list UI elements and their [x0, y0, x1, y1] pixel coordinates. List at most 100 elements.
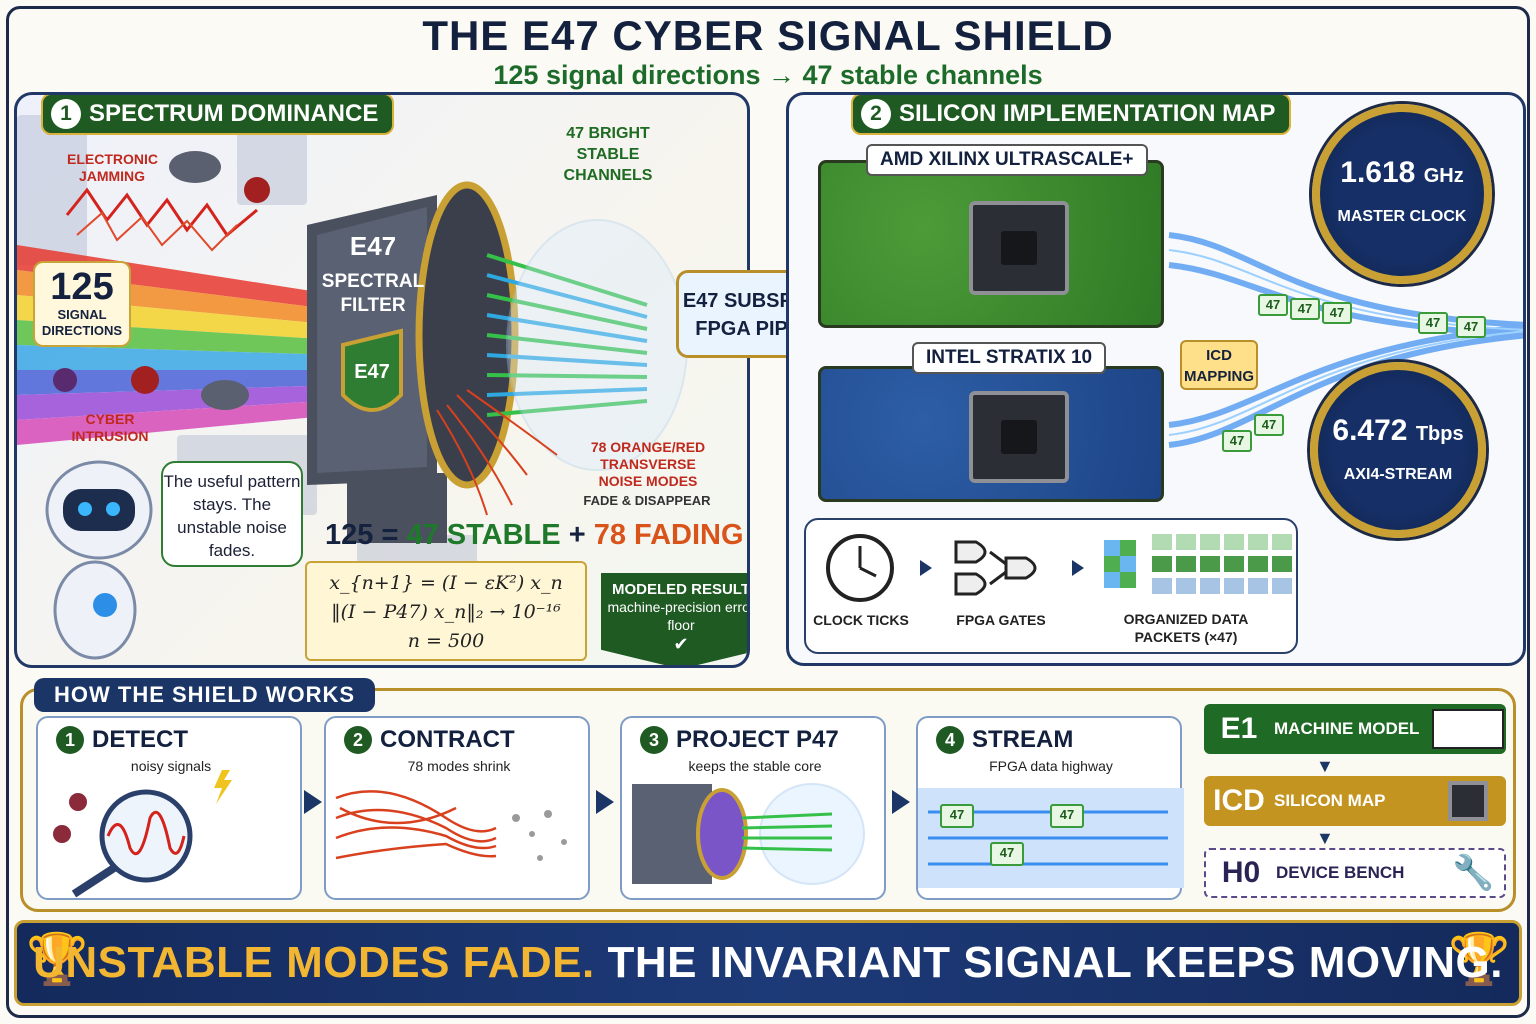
main-title: THE E47 CYBER SIGNAL SHIELD — [422, 12, 1114, 59]
section-tag-silicon: 2 SILICON IMPLEMENTATION MAP — [851, 95, 1292, 135]
formula-steps: n = 500 — [407, 630, 485, 652]
tier-icd-row: ICD SILICON MAP — [1204, 776, 1506, 826]
intel-chip-icon — [969, 391, 1069, 483]
step-arrow-icon — [892, 790, 910, 814]
step-project: 3 PROJECT P47 keeps the stable core — [620, 716, 886, 900]
banner-part1: UNSTABLE MODES FADE. — [33, 938, 595, 987]
clock-ticks-label: CLOCK TICKS — [813, 612, 909, 628]
step-subtitle: FPGA data highway — [989, 758, 1113, 774]
magnifier-icon — [53, 770, 232, 898]
tier-h0-row: H0 DEVICE BENCH 🔧 — [1204, 848, 1506, 898]
stream-value: 6.472 — [1332, 414, 1408, 447]
master-clock-gauge: 1.618 GHz MASTER CLOCK — [1312, 104, 1492, 284]
arrow-icon — [920, 560, 932, 576]
jamming-label: ELECTRONIC JAMMING — [67, 151, 158, 184]
chip-icon — [1448, 781, 1488, 821]
data-packets-label: ORGANIZED DATA PACKETS (×47) — [1123, 611, 1249, 645]
step-subtitle: noisy signals — [130, 758, 212, 774]
signal-directions-label: SIGNAL DIRECTIONS — [41, 307, 123, 338]
equation-fading: 78 FADING — [593, 519, 744, 551]
equation-stable: 47 STABLE — [406, 519, 561, 551]
section-number: 2 — [861, 99, 891, 129]
stream-unit: Tbps — [1415, 423, 1464, 445]
equation-total: 125 = — [325, 519, 399, 551]
section-title: SILICON IMPLEMENTATION MAP — [899, 100, 1276, 127]
fpga-gates-label: FPGA GATES — [956, 612, 1046, 628]
modeled-result-badge: MODELED RESULT machine-precision error f… — [601, 573, 750, 665]
banner-text: UNSTABLE MODES FADE. THE INVARIANT SIGNA… — [0, 938, 1536, 988]
packet-icon: 47 — [1290, 298, 1320, 320]
wrench-icon: 🔧 — [1452, 854, 1495, 892]
server-rack-background — [17, 115, 688, 660]
tier-label: DEVICE BENCH — [1276, 863, 1405, 882]
formula-box: x_{n+1} = (I − εK²) x_n ‖(I − P47) x_n‖₂… — [305, 561, 587, 661]
step-subtitle: 78 modes shrink — [407, 758, 511, 774]
packet-icon: 47 — [1254, 414, 1284, 436]
bright-channels-label: 47 BRIGHT STABLE CHANNELS — [563, 125, 653, 184]
step-arrow-icon — [596, 790, 614, 814]
shield-badge: E47 — [354, 361, 390, 383]
amd-board-label: AMD XILINX ULTRASCALE+ — [866, 144, 1148, 176]
tier-label: MACHINE MODEL — [1274, 719, 1420, 738]
step-number: 3 — [640, 726, 668, 754]
monitor-icon — [1432, 709, 1504, 749]
step-title: PROJECT P47 — [676, 726, 839, 753]
signal-directions-box: 125 SIGNAL DIRECTIONS — [33, 261, 131, 347]
signal-directions-count: 125 — [50, 266, 114, 308]
step-arrow-icon — [304, 790, 322, 814]
check-icon: ✔ — [673, 634, 689, 654]
packet-icon: 47 — [1222, 430, 1252, 452]
intel-fpga-board — [818, 366, 1164, 502]
packet-icon: 47 — [1258, 294, 1288, 316]
step-title: CONTRACT — [380, 726, 515, 753]
arrow-icon — [1072, 560, 1084, 576]
mode-equation: 125 = 47 STABLE + 78 FADING — [325, 519, 745, 552]
packet-icon: 47 — [940, 804, 974, 828]
step-title: DETECT — [92, 726, 188, 753]
filter-word: FILTER — [340, 295, 406, 316]
data-cube-icon — [1104, 540, 1136, 588]
clock-to-packets-flow: CLOCK TICKS FPGA GATES ORGANIZED DATA PA… — [804, 518, 1298, 654]
contracting-modes-icon — [335, 790, 567, 861]
axi-stream-gauge: 6.472 Tbps AXI4-STREAM — [1310, 362, 1486, 538]
packet-icon: 47 — [1050, 804, 1084, 828]
stream-label: AXI4-STREAM — [1343, 466, 1453, 483]
step-subtitle: keeps the stable core — [688, 758, 822, 774]
robot-speech-bubble: The useful pattern stays. The unstable n… — [161, 461, 303, 567]
equation-plus: + — [568, 519, 586, 551]
main-subtitle: 125 signal directions → 47 stable channe… — [493, 60, 1043, 90]
flow-diagram — [826, 534, 1292, 602]
section-number: 1 — [51, 99, 81, 129]
tier-key: H0 — [1221, 856, 1261, 889]
bottom-banner — [14, 920, 1522, 1006]
packet-grid-icon — [1152, 534, 1292, 594]
filter-type: SPECTRAL — [321, 271, 425, 292]
formula-iteration: x_{n+1} = (I − εK²) x_n — [329, 572, 563, 594]
step-number: 1 — [56, 726, 84, 754]
noise-fade-label: FADE & DISAPPEAR — [583, 493, 711, 508]
icd-mapping-box: ICD MAPPING — [1180, 340, 1258, 390]
packet-icon: 47 — [990, 842, 1024, 866]
tier-e1-row: E1 MACHINE MODEL — [1204, 704, 1506, 754]
section-title: SPECTRUM DOMINANCE — [89, 100, 379, 127]
packet-icon: 47 — [1322, 302, 1352, 324]
clock-value: 1.618 — [1340, 156, 1416, 189]
step-number: 2 — [344, 726, 372, 754]
packet-icon: 47 — [1418, 312, 1448, 334]
amd-fpga-board — [818, 160, 1164, 328]
tier-arrow-icon: ▼ — [1316, 756, 1334, 776]
step-title: STREAM — [972, 726, 1074, 753]
packet-icon: 47 — [1456, 316, 1486, 338]
tier-key: ICD — [1213, 784, 1265, 817]
amd-chip-icon — [969, 201, 1069, 295]
logic-gate-icon — [954, 540, 1037, 596]
modeled-result-text: machine-precision error floor — [607, 599, 750, 633]
tier-arrow-icon: ▼ — [1316, 828, 1334, 848]
banner-part2: THE INVARIANT SIGNAL KEEPS MOVING. — [607, 938, 1503, 987]
clock-label: MASTER CLOCK — [1337, 208, 1467, 225]
spectrum-panel: 1 SPECTRUM DOMINANCE ELECTRONIC JAMMING … — [14, 92, 750, 668]
noise-modes-label: 78 ORANGE/RED TRANSVERSE NOISE MODES — [590, 439, 706, 489]
trophy-icon: 🏆 — [26, 931, 89, 987]
filter-name: E47 — [349, 231, 397, 261]
